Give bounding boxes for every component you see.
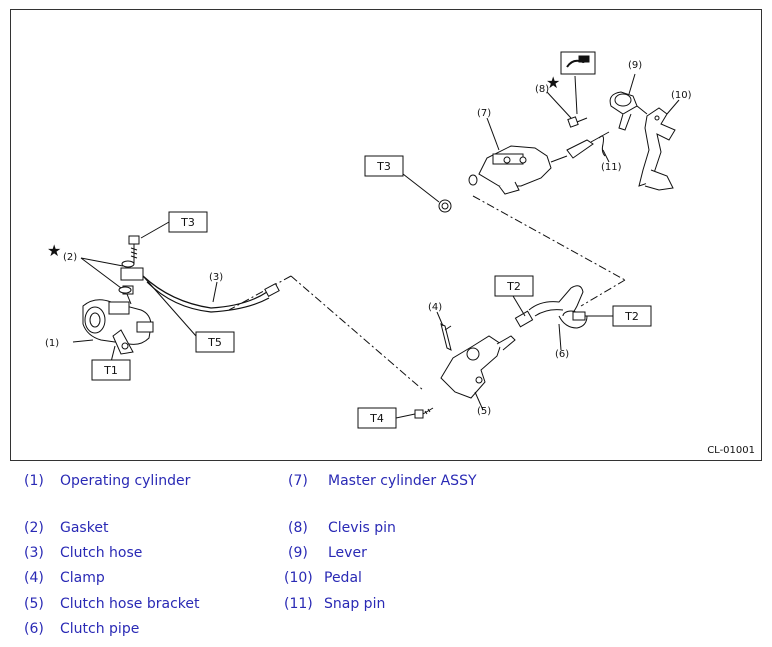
legend-number: (6)	[24, 621, 44, 637]
legend-number: (4)	[24, 570, 44, 586]
legend-number: (2)	[24, 520, 44, 536]
clevis-pin-part	[567, 116, 588, 128]
snap-pin-part	[598, 135, 606, 157]
legend-name: Master cylinder ASSY	[328, 473, 477, 489]
routing-lines	[228, 195, 626, 391]
legend-number: (9)	[288, 545, 308, 561]
flare-nut-part	[438, 199, 452, 213]
callout-1: (1)	[45, 338, 59, 349]
torque-label-t2-union: T2	[506, 280, 521, 293]
lever-part	[609, 91, 648, 131]
operating-cylinder-part	[82, 285, 154, 355]
star-icon-clevis: ★	[546, 73, 560, 92]
legend-name: Clamp	[60, 570, 105, 586]
legend-number: (5)	[24, 596, 44, 612]
legend-number: (1)	[24, 473, 44, 489]
callout-5: (5)	[477, 406, 491, 417]
clutch-pipe-part	[514, 285, 588, 329]
legend-number: (8)	[288, 520, 308, 536]
torque-label-t3-bolt: T3	[180, 216, 195, 229]
clamp-part	[440, 323, 452, 351]
callout-6: (6)	[555, 349, 569, 360]
clutch-hose-part	[142, 275, 280, 313]
torque-label-t4: T4	[369, 412, 384, 425]
master-cylinder-part	[468, 131, 610, 195]
bolt-part	[118, 235, 144, 294]
torque-label-t3-nut: T3	[376, 160, 391, 173]
torque-label-t2-pipe: T2	[624, 310, 639, 323]
callout-10: (10)	[671, 90, 692, 101]
pedal-part	[638, 107, 676, 191]
legend-name: Snap pin	[324, 596, 386, 612]
fluid-symbol-icon	[560, 51, 596, 75]
callout-2: (2)	[63, 252, 77, 263]
star-icon-gasket: ★	[47, 241, 61, 260]
torque-label-t1: T1	[103, 364, 118, 377]
legend-name: Clutch pipe	[60, 621, 140, 637]
leader-lines	[72, 73, 680, 419]
legend-name: Gasket	[60, 520, 109, 536]
clutch-hose-bracket-part	[440, 335, 516, 399]
legend-name: Clevis pin	[328, 520, 396, 536]
exploded-diagram: (1) (2) (3) (4) (5) (6) (7) (8) (9) (10)…	[10, 9, 762, 461]
callout-7: (7)	[477, 108, 491, 119]
legend-number: (10)	[284, 570, 313, 586]
legend-name: Operating cylinder	[60, 473, 191, 489]
torque-boxes	[91, 155, 652, 429]
legend-number: (11)	[284, 596, 313, 612]
legend-name: Clutch hose	[60, 545, 143, 561]
callout-11: (11)	[601, 162, 622, 173]
callout-8: (8)	[535, 84, 549, 95]
callout-9: (9)	[628, 60, 642, 71]
legend-number: (3)	[24, 545, 44, 561]
legend-name: Pedal	[324, 570, 362, 586]
legend-name: Lever	[328, 545, 367, 561]
figure-code: CL-01001	[707, 445, 755, 456]
diagram-drawing: (1) (2) (3) (4) (5) (6) (7) (8) (9) (10)…	[45, 51, 692, 429]
callout-4: (4)	[428, 302, 442, 313]
bolt-t4-part	[414, 407, 434, 419]
legend-name: Clutch hose bracket	[60, 596, 200, 612]
torque-label-t5: T5	[207, 336, 222, 349]
legend-number: (7)	[288, 473, 308, 489]
callout-3: (3)	[209, 272, 223, 283]
